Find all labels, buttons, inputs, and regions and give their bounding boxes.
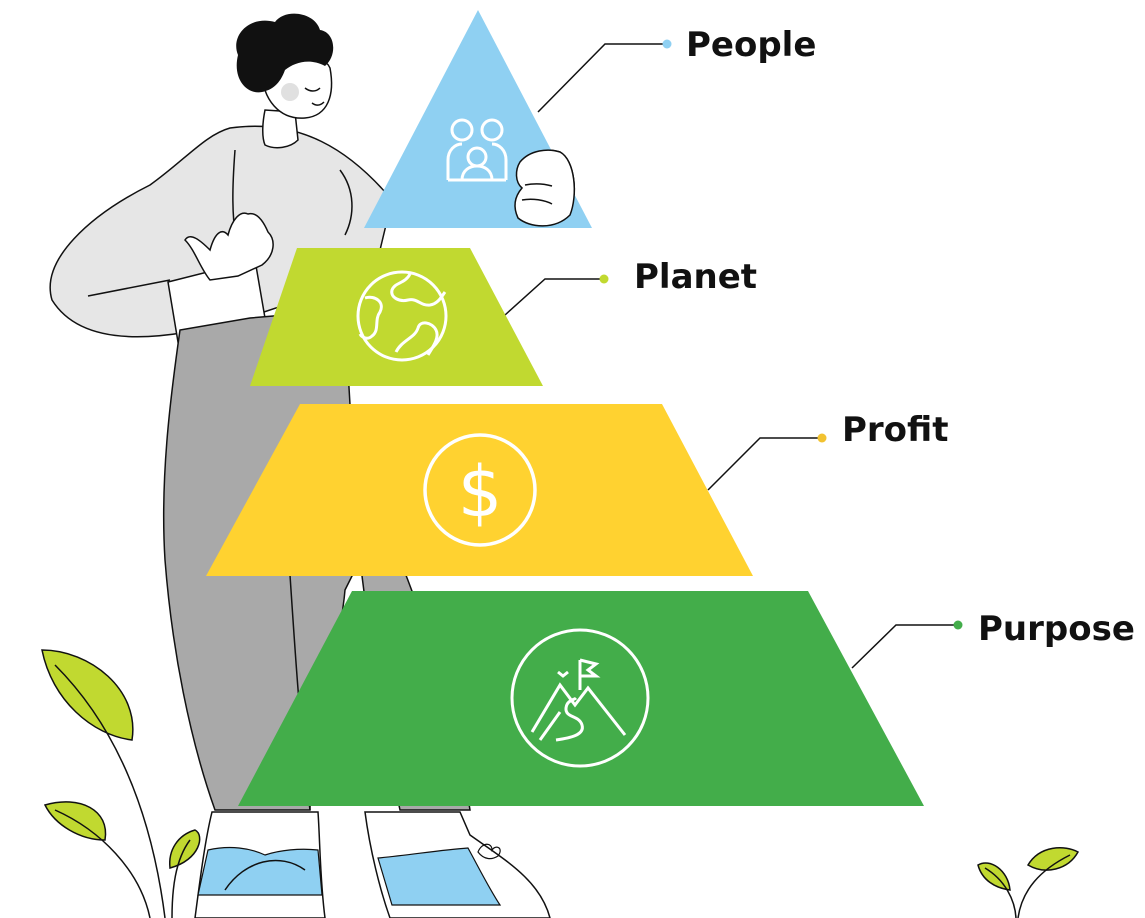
connector-purpose <box>851 624 958 669</box>
svg-text:$: $ <box>458 451 503 533</box>
layer-purpose <box>238 591 924 806</box>
people-group-icon <box>446 118 508 182</box>
layer-people <box>364 10 592 228</box>
label-profit: Profit <box>842 410 949 450</box>
layer-planet <box>250 248 543 386</box>
label-people: People <box>686 25 817 65</box>
plant-left <box>41 649 201 918</box>
connectors <box>504 43 958 669</box>
label-planet: Planet <box>634 257 758 297</box>
mountain-flag-icon <box>510 628 650 768</box>
layer-profit: $ <box>206 404 753 576</box>
globe-icon <box>356 270 448 362</box>
dot-people <box>662 39 672 49</box>
dot-planet <box>599 274 609 284</box>
connector-planet <box>504 278 604 316</box>
dot-purpose <box>953 620 963 630</box>
dot-profit <box>817 433 827 443</box>
connector-people <box>537 43 665 113</box>
plant-right <box>977 847 1080 918</box>
label-purpose: Purpose <box>978 609 1135 649</box>
connector-profit <box>707 437 822 491</box>
dollar-icon: $ <box>423 433 537 547</box>
